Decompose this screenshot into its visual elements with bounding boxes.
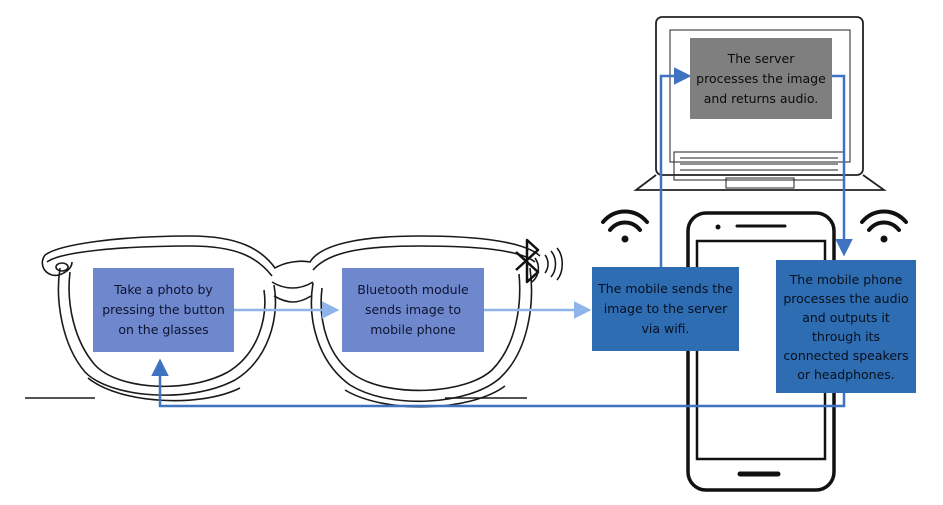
- step-mobile-send-text: The mobile sends the image to the server…: [598, 281, 733, 336]
- arrow-mobile-to-server: [659, 67, 692, 267]
- wifi-icon: [601, 209, 649, 243]
- step-take-photo-text: Take a photo by pressing the button on t…: [102, 282, 225, 337]
- step-take-photo-box: Take a photo by pressing the button on t…: [93, 268, 234, 352]
- step-bluetooth-text: Bluetooth module sends image to mobile p…: [357, 282, 469, 337]
- glasses-icon: [25, 235, 541, 408]
- bluetooth-icon: [515, 238, 563, 284]
- step-bluetooth-box: Bluetooth module sends image to mobile p…: [342, 268, 484, 352]
- laptop-icon: [633, 16, 887, 191]
- step-mobile-output-box: The mobile phone processes the audio and…: [776, 260, 916, 393]
- arrow-mobile-to-glasses: [151, 358, 846, 408]
- step-server-box: The server processes the image and retur…: [690, 38, 832, 119]
- step-server-text: The server processes the image and retur…: [696, 50, 826, 106]
- step-mobile-send-box: The mobile sends the image to the server…: [592, 267, 739, 351]
- arrow-server-to-mobile: [832, 74, 853, 257]
- step-mobile-output-text: The mobile phone processes the audio and…: [783, 271, 909, 382]
- wifi-icon: [860, 209, 908, 243]
